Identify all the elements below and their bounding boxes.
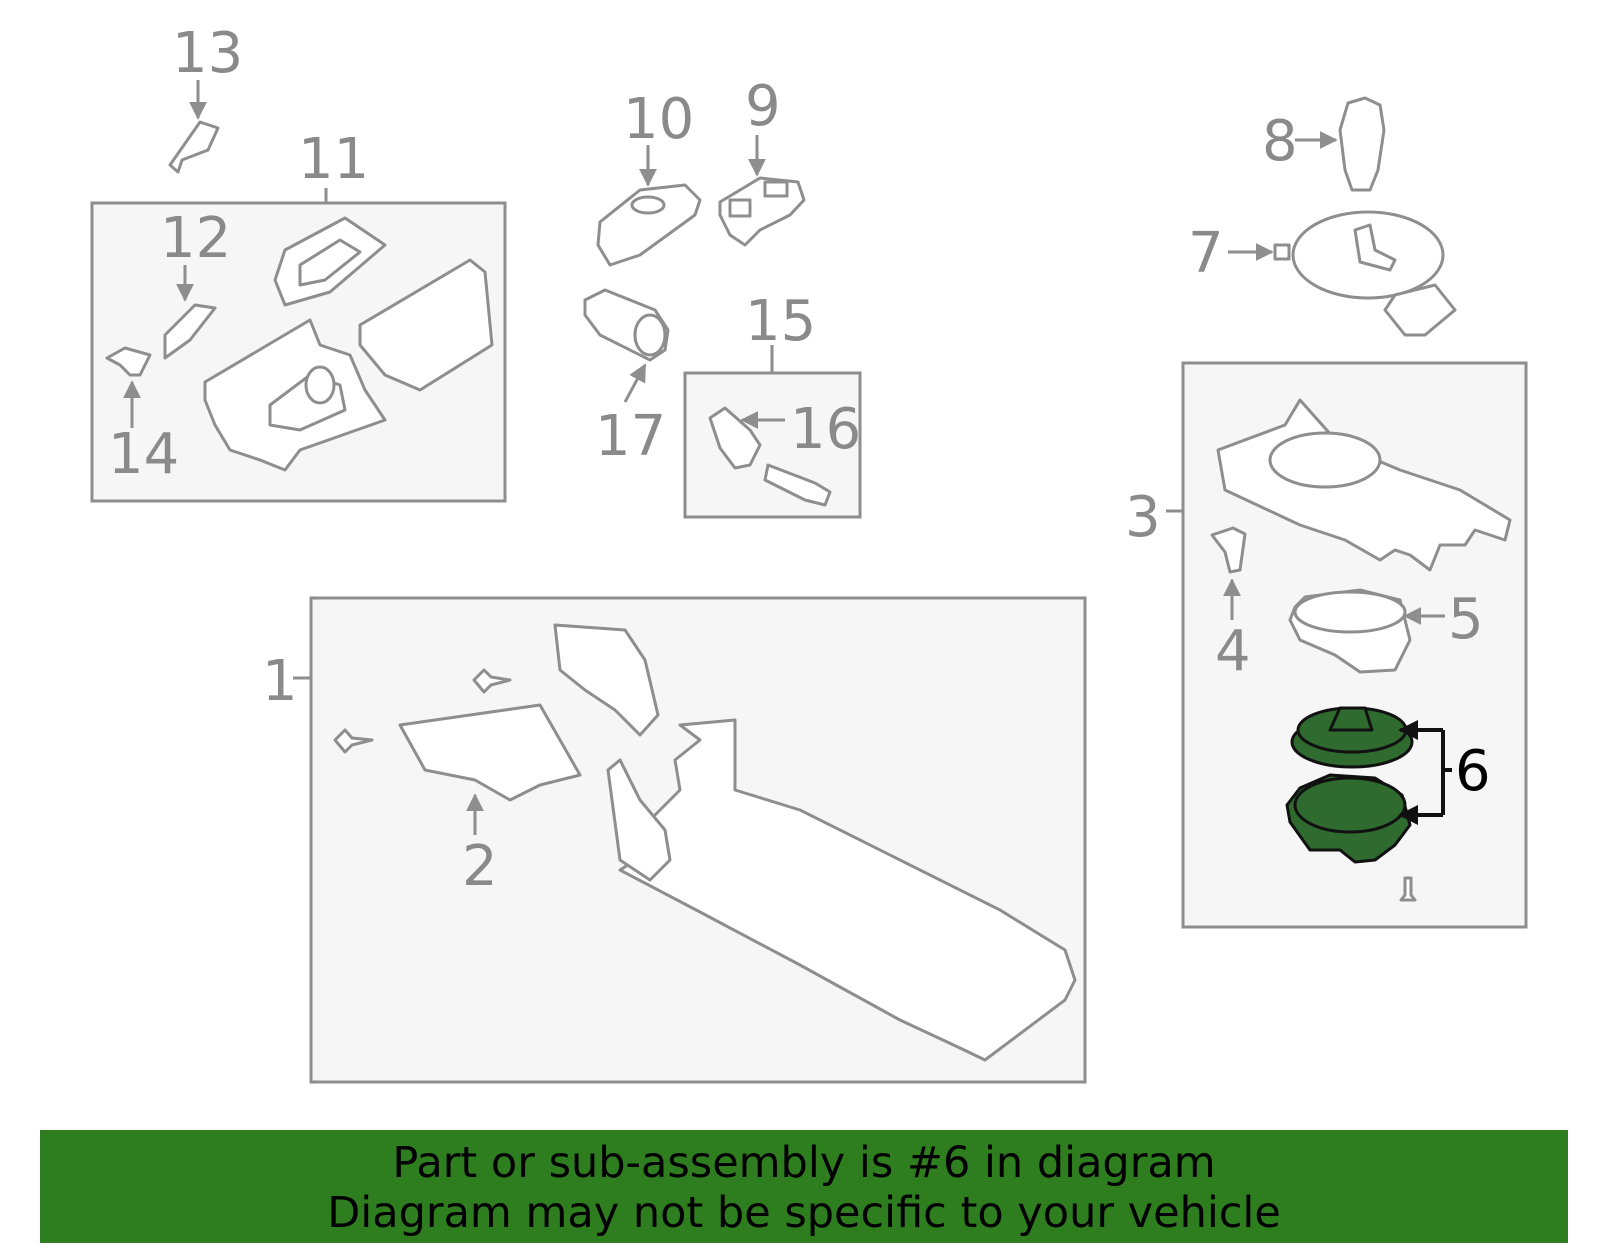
callout-7: 7 [1188,221,1224,286]
banner-line-2: Diagram may not be specific to your vehi… [327,1188,1281,1238]
callout-6: 6 [1455,739,1491,804]
part-9-switch[interactable] [718,176,806,247]
part-10-switch[interactable] [596,183,702,267]
callout-5: 5 [1448,587,1484,652]
callout-1: 1 [262,649,298,714]
part-1-trim-piece[interactable] [553,623,660,737]
part-5-ring[interactable] [1288,588,1412,674]
callout-2: 2 [462,834,498,899]
callout-12: 12 [160,206,231,271]
callout-3: 3 [1125,485,1161,550]
part-6-housing[interactable] [1285,773,1412,864]
part-12-clip[interactable] [163,303,217,360]
callout-13: 13 [172,21,243,86]
callout-16: 16 [790,397,861,462]
screw-1[interactable] [333,728,374,754]
callout-17: 17 [595,404,666,469]
callout-15: 15 [745,289,816,354]
callout-4: 4 [1215,619,1251,684]
part-17-power-outlet[interactable] [583,288,670,362]
bolt[interactable] [1399,876,1417,902]
part-4-clip[interactable] [1210,526,1247,574]
part-13-bracket[interactable] [168,120,220,174]
part-16-socket[interactable] [708,406,832,507]
callout-14: 14 [108,422,179,487]
banner-line-1: Part or sub-assembly is #6 in diagram [392,1138,1216,1188]
callout-10: 10 [623,87,694,152]
part-8-shift-knob[interactable] [1338,96,1386,192]
part-7-shifter-bezel[interactable] [1273,210,1457,337]
part-11-trim-panel[interactable] [203,216,494,472]
part-3-console-panel[interactable] [1216,398,1512,572]
part-6-boot[interactable] [1290,706,1414,769]
callout-9: 9 [745,74,781,139]
screw-2[interactable] [472,668,512,694]
callout-11: 11 [298,127,369,192]
info-banner: Part or sub-assembly is #6 in diagram Di… [40,1130,1568,1243]
part-1-center-console[interactable] [606,718,1077,1062]
part-14-clip[interactable] [105,346,152,377]
part-2-side-panel[interactable] [398,703,582,802]
callout-8: 8 [1262,109,1298,174]
